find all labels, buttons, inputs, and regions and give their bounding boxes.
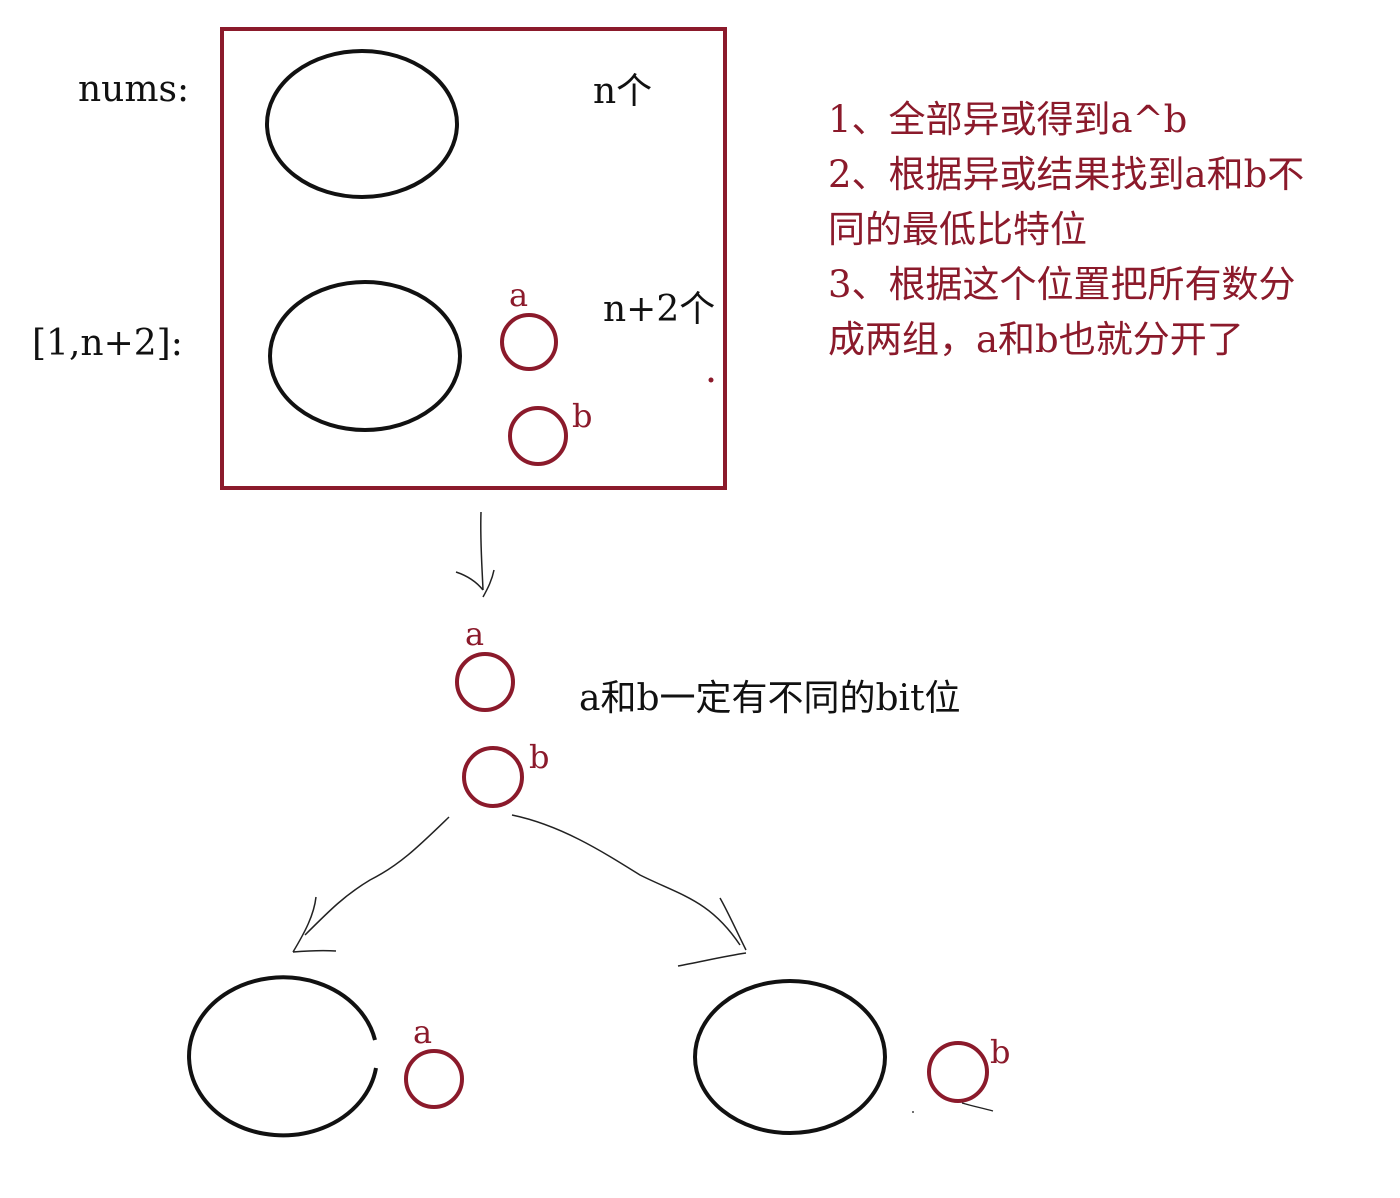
a-circle-bottom	[404, 1049, 464, 1109]
note-line-5: 成两组，a和b也就分开了	[828, 318, 1244, 361]
down-arrow	[455, 511, 495, 598]
b-circle-bottom	[927, 1041, 989, 1103]
right-split-arrow	[511, 814, 747, 967]
note-line-3: 同的最低比特位	[828, 208, 1087, 251]
stray-stroke	[961, 1102, 994, 1112]
right-group-ellipse	[693, 979, 887, 1135]
b-circle-middle	[462, 746, 524, 808]
a-circle-middle	[455, 652, 515, 712]
range-set-ellipse	[268, 280, 462, 432]
b-label-box: b	[572, 397, 593, 435]
stray-speck	[912, 1111, 914, 1113]
a-label-box: a	[509, 276, 529, 314]
left-split-arrow	[292, 816, 450, 953]
a-circle-box	[500, 313, 558, 371]
nums-set-ellipse	[265, 49, 459, 199]
nums-label: nums:	[78, 69, 190, 110]
note-line-4: 3、根据这个位置把所有数分	[828, 263, 1296, 306]
n2-count-label: n+2个	[603, 289, 716, 330]
b-label-middle: b	[529, 738, 550, 776]
steps-notes: 1、全部异或得到a^b 2、根据异或结果找到a和b不 同的最低比特位 3、根据这…	[828, 92, 1388, 367]
note-line-2: 2、根据异或结果找到a和b不	[828, 153, 1305, 196]
stray-dot	[708, 377, 714, 383]
a-label-middle: a	[465, 615, 485, 653]
note-line-1: 1、全部异或得到a^b	[828, 98, 1188, 141]
a-label-bottom: a	[413, 1013, 433, 1051]
array-box	[220, 27, 727, 490]
b-label-bottom: b	[990, 1033, 1011, 1071]
b-circle-box	[508, 406, 568, 466]
range-label: [1,n+2]:	[32, 323, 183, 364]
diff-bit-label: a和b一定有不同的bit位	[579, 678, 961, 719]
left-group-ellipse	[187, 975, 378, 1138]
n-count-label: n个	[593, 71, 653, 112]
